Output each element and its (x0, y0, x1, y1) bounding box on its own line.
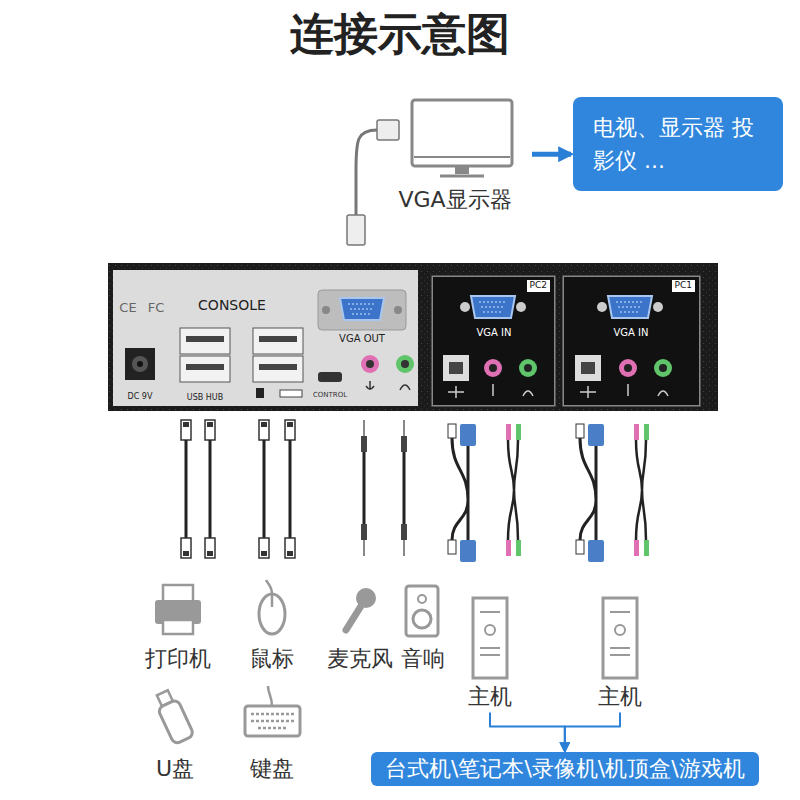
vga-port (340, 298, 384, 320)
node-text: 台式机\笔记本\录像机\机顶盒\游戏机 (385, 756, 745, 782)
vga-port (471, 296, 515, 318)
node-text: 主机 (585, 684, 655, 710)
mouse-icon (259, 580, 285, 634)
microphone-icon (346, 588, 376, 630)
audio-cable (401, 420, 407, 556)
usb-stick-icon (152, 688, 194, 744)
host-cable (576, 424, 649, 562)
host-icon (603, 598, 637, 678)
part-label: 鼠标 (250, 646, 294, 672)
audio-cable (361, 420, 367, 556)
port-tag: PC1 (672, 280, 695, 292)
vga-port (608, 296, 652, 318)
vga-plug (347, 215, 365, 245)
vga-plug (377, 120, 399, 140)
node-text: VGA显示器 (380, 187, 530, 213)
part-label: 打印机 (145, 646, 211, 672)
vga-cable (356, 130, 377, 215)
part-label: CE (119, 300, 136, 316)
dc-jack (125, 348, 155, 380)
port-label: VGA IN (476, 327, 511, 339)
flow-arrow (532, 152, 571, 157)
node-text: 电视、显示器 投影仪 ... (593, 111, 763, 177)
console-panel (113, 270, 418, 406)
port-label: VGA IN (613, 327, 648, 339)
usb-cable (205, 420, 215, 558)
part-label: 音响 (401, 646, 445, 672)
host-cable (448, 424, 521, 562)
output-box: 电视、显示器 投影仪 ... (573, 97, 783, 191)
monitor-icon (412, 100, 512, 166)
pc-port-panel: PC2VGA IN (432, 276, 555, 406)
usb-cable (285, 420, 295, 558)
part-label: 麦克风 (327, 646, 393, 672)
merge-connector (490, 712, 565, 751)
host-icon (473, 598, 507, 678)
printer-icon (155, 585, 201, 634)
part-label: CONTROL (313, 391, 347, 399)
device-types-box: 台式机\笔记本\录像机\机顶盒\游戏机 (371, 752, 759, 786)
pc-port-panel: PC1VGA IN (563, 276, 700, 406)
pc-panel (563, 276, 700, 406)
merge-connector (565, 712, 620, 751)
part-label: DC 9V (128, 392, 153, 402)
speaker-icon (406, 586, 438, 636)
part-label: FC (148, 300, 165, 316)
part-label: USB HUB (187, 393, 223, 403)
usb-cable (259, 420, 269, 558)
host-node: 主机 (455, 592, 525, 710)
micro-usb (318, 372, 342, 382)
node-text: 主机 (455, 684, 525, 710)
part-label: VGA OUT (339, 333, 385, 345)
diagram-title: 连接示意图 (290, 8, 510, 61)
keyboard-icon (245, 686, 300, 736)
monitor-node: VGA显示器 (380, 95, 530, 213)
port-tag: PC2 (527, 280, 550, 292)
usb-ports (180, 328, 303, 398)
kvm-body (108, 263, 718, 411)
host-node: 主机 (585, 592, 655, 710)
part-label: U盘 (156, 756, 194, 782)
part-label: CONSOLE (198, 297, 266, 314)
pc-panel (432, 276, 555, 406)
part-label: 键盘 (250, 756, 294, 782)
usb-cable (181, 420, 191, 558)
